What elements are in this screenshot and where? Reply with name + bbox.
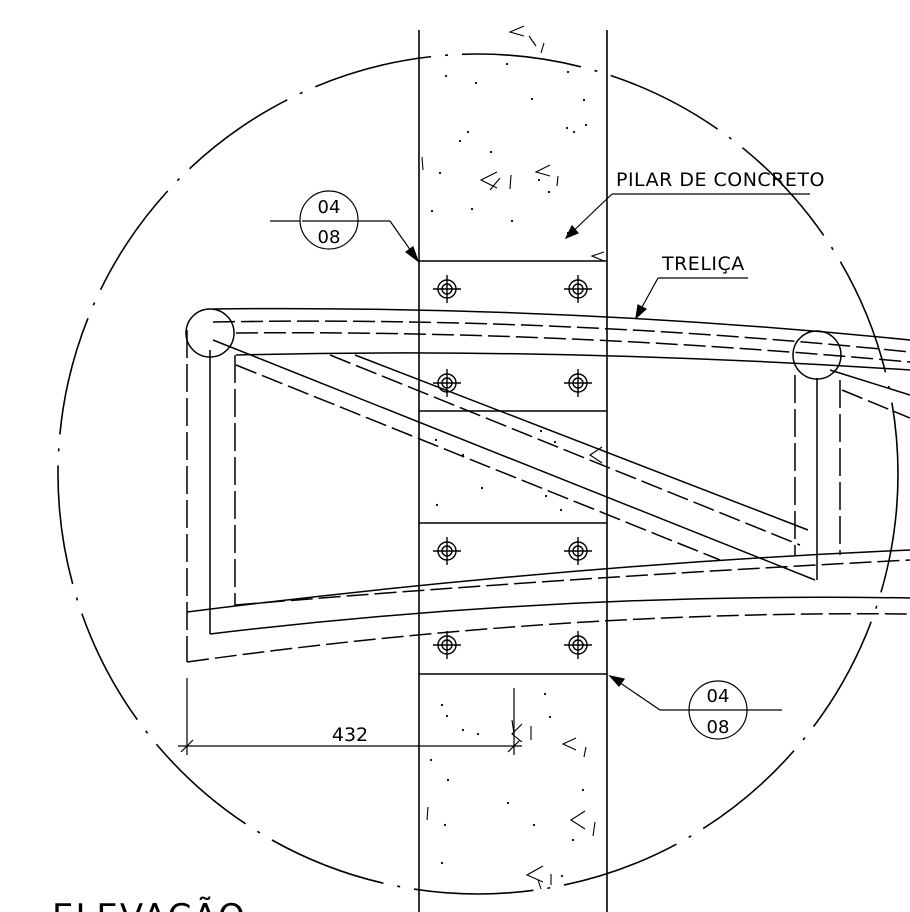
detail-callout-bottom bbox=[608, 675, 782, 740]
detail-boundary-circle bbox=[57, 53, 899, 895]
leader-truss bbox=[635, 277, 748, 320]
detail-callout-top bbox=[270, 190, 420, 263]
label-concrete-column: PILAR DE CONCRETO bbox=[616, 169, 825, 191]
steel-truss bbox=[185, 307, 910, 663]
detail-top-sheet: 08 bbox=[318, 227, 341, 248]
detail-bottom-number: 04 bbox=[707, 686, 730, 707]
concrete-aggregate bbox=[421, 25, 605, 890]
detail-bottom-sheet: 08 bbox=[707, 717, 730, 738]
base-plate-upper bbox=[419, 260, 607, 412]
concrete-column bbox=[418, 25, 608, 912]
concrete-hatch bbox=[429, 62, 588, 878]
label-truss: TRELIÇA bbox=[661, 253, 745, 275]
dimension-line bbox=[178, 678, 522, 755]
anchor-bolts bbox=[433, 275, 592, 659]
leader-concrete-column bbox=[564, 193, 810, 240]
base-plate-lower bbox=[419, 522, 607, 675]
dimension-value: 432 bbox=[332, 724, 368, 746]
detail-top-number: 04 bbox=[318, 197, 341, 218]
drawing-title: ELEVAÇÃO bbox=[52, 897, 247, 912]
